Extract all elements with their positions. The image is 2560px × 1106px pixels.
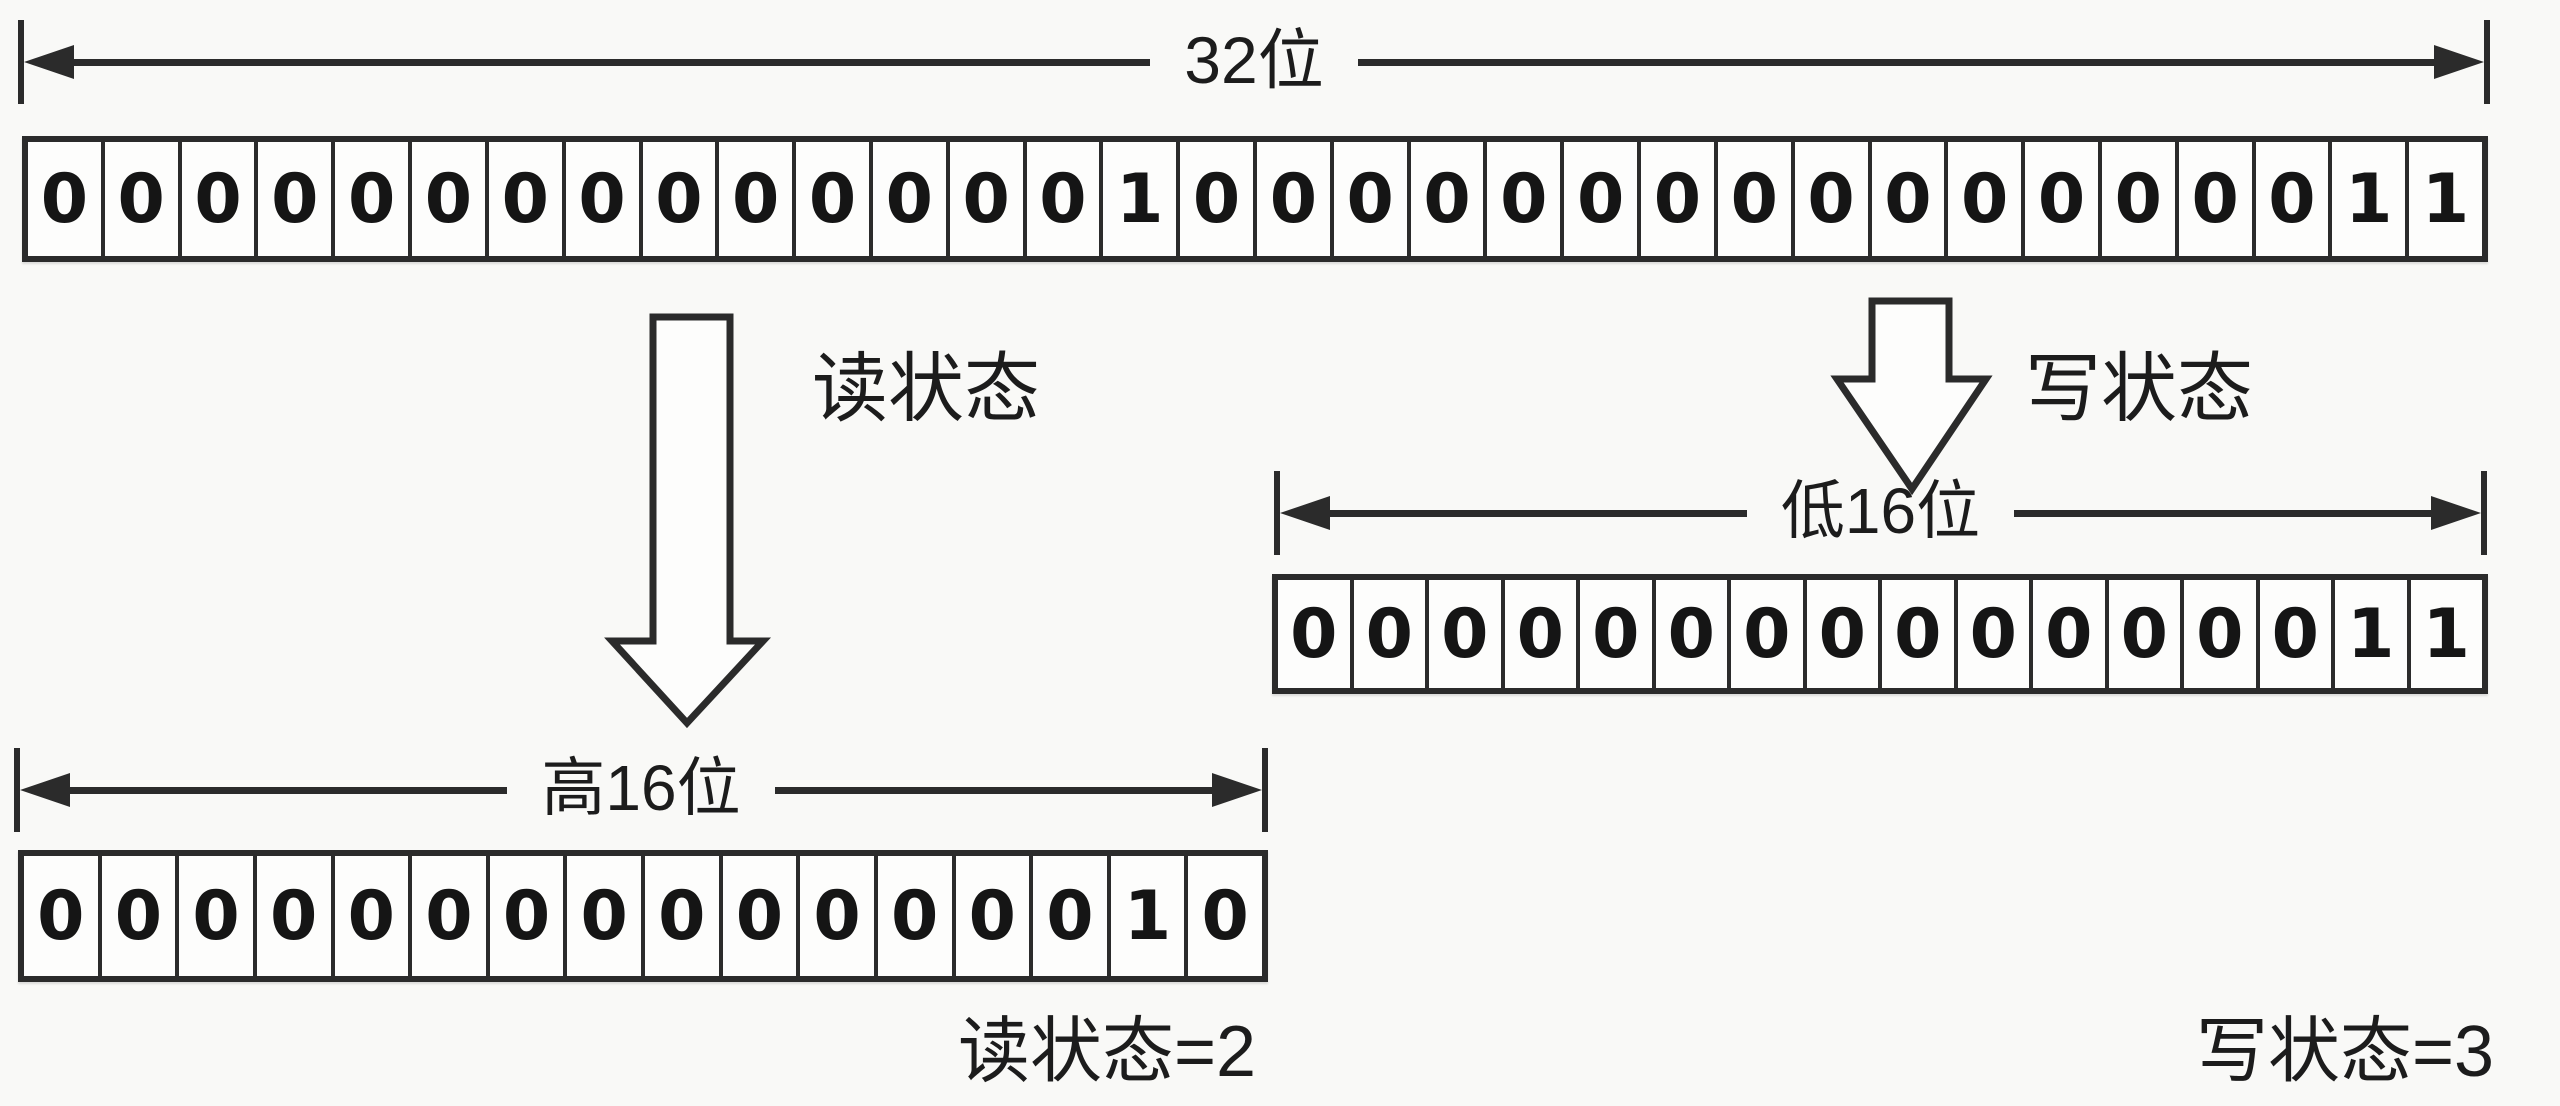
arrow-left-icon (1280, 496, 1330, 530)
bit-cell: 0 (408, 856, 486, 976)
bit-cell: 0 (1713, 142, 1791, 256)
bit-cell: 0 (24, 856, 98, 976)
span-high16-dimension: 高16位 (14, 747, 1268, 833)
bit-cell: 0 (1944, 142, 2022, 256)
bit-cell: 0 (1425, 580, 1501, 688)
bit-cell: 0 (28, 142, 101, 256)
bit-cell: 0 (1406, 142, 1484, 256)
bit-cell: 0 (1176, 142, 1253, 256)
bit-cell: 0 (177, 142, 255, 256)
dimension-tick (2481, 471, 2487, 555)
span-32bit-label: 32位 (1184, 23, 1324, 97)
bit-cell: 0 (641, 856, 719, 976)
write-status-result: 写状态=3 (2196, 1012, 2495, 1092)
bit-cell: 1 (2406, 580, 2482, 688)
bit-cell: 0 (1022, 142, 1100, 256)
arrow-left-icon (24, 45, 74, 79)
span-high16-label: 高16位 (541, 752, 741, 824)
bit-cell: 0 (1576, 580, 1652, 688)
bit-cell: 0 (330, 856, 409, 976)
bit-cell: 0 (2029, 580, 2105, 688)
dimension-line (1330, 509, 1747, 517)
dimension-line (1357, 58, 2435, 66)
bit-cell: 0 (2104, 580, 2180, 688)
span-low16-label: 低16位 (1780, 475, 1981, 547)
bit-cell: 0 (252, 856, 331, 976)
bit-cell: 0 (1802, 580, 1878, 688)
arrow-right-icon (1212, 773, 1262, 807)
bit-cell: 0 (97, 856, 176, 976)
bit-cell: 0 (563, 856, 641, 976)
span-low16-dimension: 低16位 (1274, 470, 2487, 556)
bit-cell: 0 (408, 142, 485, 256)
dimension-tick (2484, 20, 2491, 104)
bit-cell: 0 (1029, 856, 1107, 976)
bit-cell: 0 (1329, 142, 1407, 256)
read-status-arrow-label: 读状态 (812, 347, 1040, 432)
write-status-down-arrow-icon (1830, 297, 1993, 496)
bit-cell: 0 (175, 856, 253, 976)
bit-cell: 0 (1867, 142, 1945, 256)
bit-cell: 0 (1953, 580, 2029, 688)
bit-cell: 0 (331, 142, 409, 256)
span-32bit-dimension: 32位 (18, 19, 2491, 105)
bit-cell: 0 (792, 142, 869, 256)
bit-cell: 0 (638, 142, 716, 256)
bit-cell: 0 (873, 856, 952, 976)
bit-cell: 0 (561, 142, 639, 256)
bit-cell: 0 (1790, 142, 1868, 256)
bit-cell: 0 (715, 142, 793, 256)
bit-cell: 0 (1500, 580, 1576, 688)
bit-cell: 0 (485, 856, 564, 976)
bit-cell: 0 (1278, 580, 1350, 688)
bit-cell: 0 (1878, 580, 1954, 688)
dimension-tick (1262, 748, 1268, 832)
bit-cell: 0 (2255, 580, 2331, 688)
dimension-tick (1274, 471, 1280, 555)
bit-cell: 1 (1106, 856, 1185, 976)
read-status-result: 读状态=2 (958, 1012, 1257, 1092)
bit-cell: 0 (1253, 142, 1330, 256)
bit-cell: 0 (1727, 580, 1803, 688)
read-status-down-arrow-icon (604, 313, 772, 729)
dimension-tick (14, 748, 20, 832)
bit-cell: 0 (1349, 580, 1425, 688)
bit-cell: 0 (796, 856, 874, 976)
bit-cell: 0 (951, 856, 1030, 976)
bit-cell: 0 (484, 142, 562, 256)
bit-cell: 0 (2097, 142, 2175, 256)
bit-cell: 0 (254, 142, 332, 256)
arrow-right-icon (2431, 496, 2481, 530)
bit-cell: 1 (2405, 142, 2482, 256)
dimension-line (70, 786, 508, 794)
bit-cell: 0 (718, 856, 797, 976)
bit-cell: 0 (868, 142, 946, 256)
bit-cell: 0 (1637, 142, 1714, 256)
bit-cell: 0 (945, 142, 1023, 256)
arrow-left-icon (20, 773, 70, 807)
bit-cell: 0 (1651, 580, 1727, 688)
bit-cell: 0 (2251, 142, 2329, 256)
bit-cell: 0 (1483, 142, 1561, 256)
dimension-line (2014, 509, 2431, 517)
dimension-tick (18, 20, 24, 104)
bit-cell: 1 (1099, 142, 1177, 256)
bit-cell: 0 (2174, 142, 2252, 256)
bit-cell: 0 (2180, 580, 2256, 688)
arrow-right-icon (2434, 45, 2485, 79)
bit-cell: 0 (1184, 856, 1262, 976)
dimension-line (74, 58, 1151, 66)
bit-cell: 1 (2331, 580, 2407, 688)
bit-cell: 0 (100, 142, 178, 256)
bit-cell: 0 (1560, 142, 1638, 256)
write-status-arrow-label: 写状态 (2025, 347, 2253, 432)
dimension-line (774, 786, 1212, 794)
bit-cell: 0 (2021, 142, 2098, 256)
bit-cell: 1 (2328, 142, 2406, 256)
